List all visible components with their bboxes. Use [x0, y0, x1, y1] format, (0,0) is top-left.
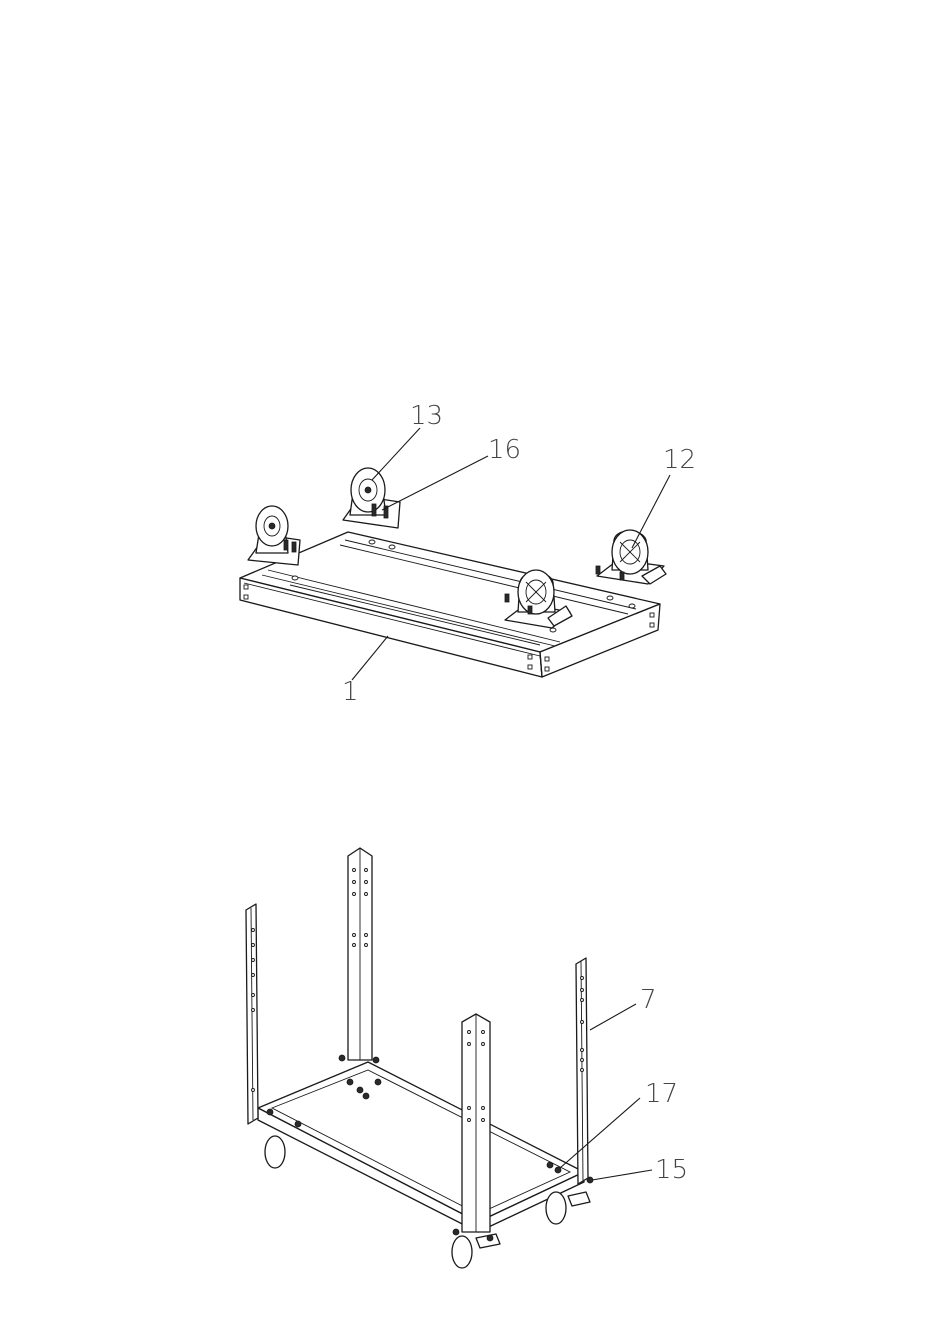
callout-line-1 [352, 636, 388, 680]
callout-label-12: 12 [663, 445, 696, 475]
callout-line-12 [632, 475, 670, 548]
caster-rigid-left [248, 506, 300, 565]
callout-label-13: 13 [410, 401, 443, 431]
callout-line-15 [592, 1170, 652, 1180]
callout-line-7 [590, 1004, 636, 1030]
callout-label-1: 1 [342, 677, 359, 707]
callout-label-17: 17 [645, 1079, 678, 1109]
callout-label-15: 15 [655, 1155, 688, 1185]
callout-line-17 [560, 1098, 640, 1168]
post-right-7 [576, 958, 593, 1184]
caster-rigid-13 [343, 468, 400, 528]
callout-label-7: 7 [640, 985, 657, 1015]
frame-assembly-figure: 7 17 15 [246, 848, 688, 1268]
frame-base-tray [258, 1055, 584, 1232]
post-far-left [246, 904, 258, 1124]
callout-line-16 [382, 456, 488, 510]
caster-swivel-12 [596, 530, 666, 584]
callout-label-16: 16 [488, 435, 521, 465]
callout-line-13 [372, 428, 420, 480]
base-panel [240, 532, 660, 677]
base-assembly-figure: 13 16 12 1 [240, 401, 696, 707]
post-back-left [348, 848, 372, 1060]
